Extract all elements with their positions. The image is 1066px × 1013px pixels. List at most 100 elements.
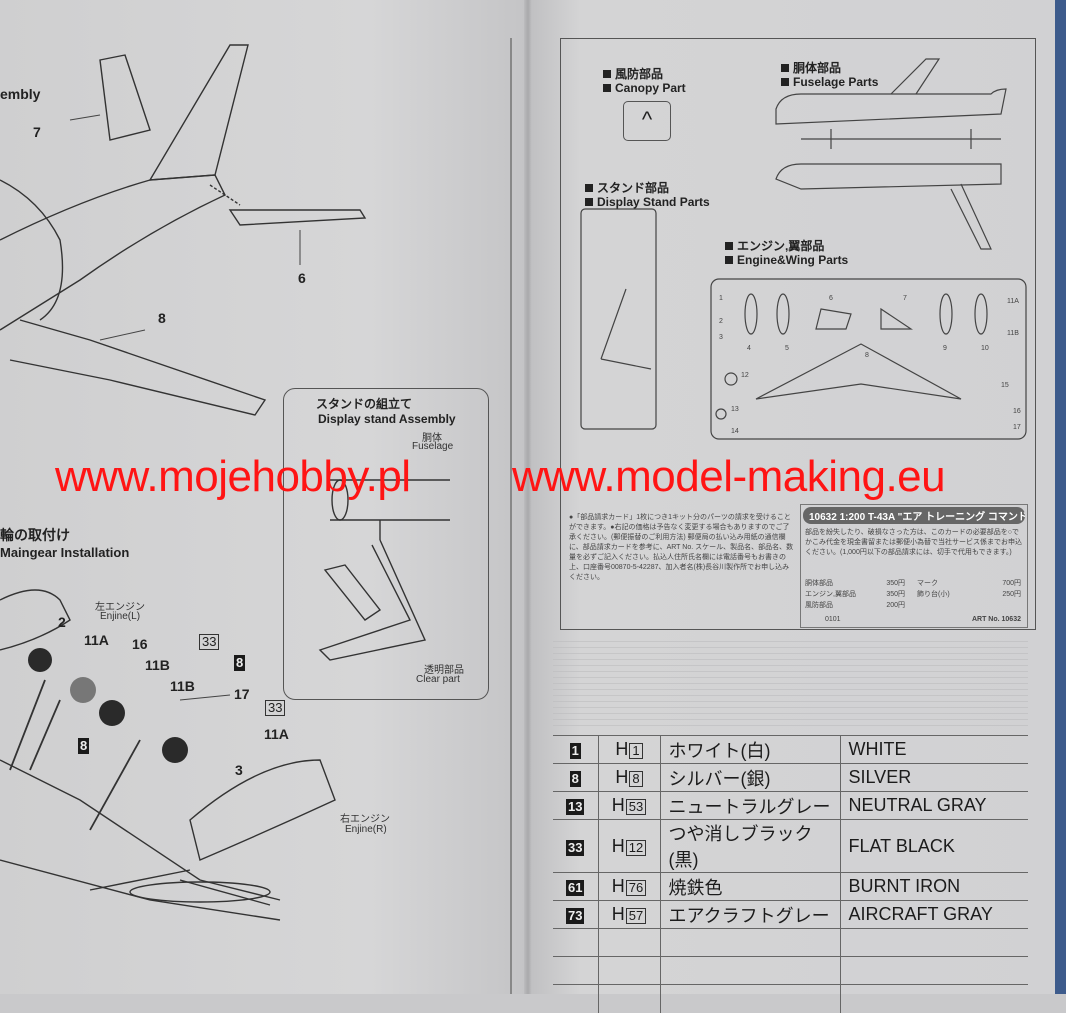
part-label-16: 16 (132, 636, 148, 652)
h-color-code: 12 (625, 839, 647, 856)
mr-color-code: 73 (566, 908, 585, 924)
h-color-code: 8 (629, 771, 643, 787)
sprue-number-2: 2 (719, 318, 723, 325)
stand-jp: スタンド部品 (597, 181, 670, 195)
left-page (0, 0, 528, 994)
color-name-en: AIRCRAFT GRAY (839, 900, 1028, 929)
mr-color-cell: 33 (553, 819, 598, 873)
color-name-jp: シルバー(銀) (659, 763, 840, 792)
engine-en: Engine&Wing Parts (737, 253, 849, 267)
color-name-jp: ホワイト(白) (659, 735, 840, 764)
fuselage-en: Fuselage Parts (793, 75, 879, 89)
paint-callout-8-2: 8 (78, 738, 90, 754)
price-item: マーク (917, 580, 938, 587)
order-card-body: 部品を紛失したり、破損なさった方は、このカードの必要部品を○でかこみ代金を現金書… (805, 529, 1022, 556)
h-prefix: H (611, 876, 625, 896)
mr-color-code: 61 (566, 880, 585, 896)
color-name-en: BURNT IRON (839, 872, 1028, 901)
part-label-17: 17 (234, 686, 250, 702)
color-name-en: WHITE (839, 735, 1028, 764)
engine-right-en: Enjine(R) (345, 824, 387, 835)
color-name-jp: エアクラフトグレー (659, 900, 840, 929)
background-edge (1055, 0, 1066, 994)
sprue-number-13: 13 (731, 406, 739, 413)
h-color-code: 1 (629, 743, 643, 759)
price-row: 風防部品 200円 (805, 601, 905, 611)
stand-title-jp: スタンドの組立て (316, 397, 413, 411)
h-color-code: 53 (625, 799, 647, 815)
h-prefix: H (615, 739, 629, 759)
sprue-number-6: 6 (829, 295, 833, 302)
paint-callout-33: 33 (199, 634, 220, 650)
color-name-en: NEUTRAL GRAY (839, 791, 1028, 820)
part-label-2: 2 (58, 614, 66, 630)
sprue-number-12: 12 (741, 372, 749, 379)
engine-left-en: Enjine(L) (100, 611, 141, 622)
part-label-6: 6 (298, 270, 306, 286)
color-name-jp: 焼鉄色 (659, 872, 840, 901)
order-notes: ●「部品請求カード」1枚につき1キット分のパーツの請求を受けることができます。●… (569, 514, 794, 581)
parts-order-card: 10632 1:200 T-43A "エア トレーニング コマンド" 部品を紛失… (800, 504, 1028, 628)
part-label-7: 7 (33, 124, 41, 140)
assembly-title-partial: embly (0, 86, 41, 102)
sprue-number-8: 8 (865, 352, 869, 359)
sprue-number-15: 15 (1001, 382, 1009, 389)
sprue-number-5: 5 (785, 345, 789, 352)
h-prefix: H (611, 795, 625, 815)
part-label-3: 3 (235, 762, 243, 778)
mr-color-code: 13 (566, 799, 585, 815)
canopy-part: ^ (623, 101, 671, 141)
canopy-en: Canopy Part (615, 81, 686, 95)
color-name-jp: つや消しブラック(黒) (659, 819, 840, 873)
price-value: 350円 (886, 591, 905, 598)
mr-color-cell: 1 (553, 735, 598, 764)
sprue-number-14: 14 (731, 428, 739, 435)
assembly-drawing (0, 44, 450, 921)
part-label-8: 8 (158, 310, 166, 326)
paint-callout-8: 8 (234, 655, 246, 671)
price-row: 飾り台(小)250円 (917, 590, 1021, 600)
price-item: 飾り台(小) (917, 591, 950, 598)
price-item: 風防部品 (805, 602, 833, 609)
color-name-jp: ニュートラルグレー (659, 791, 840, 820)
order-card-title: 10632 1:200 T-43A "エア トレーニング コマンド" (803, 507, 1025, 524)
paint-callout-33-2: 33 (265, 700, 286, 716)
sprue-number-1: 1 (719, 295, 723, 302)
mr-color-cell: 8 (553, 763, 598, 792)
sprue-number-17: 17 (1013, 424, 1021, 431)
mr-color-code: 1 (569, 743, 581, 759)
price-value: 350円 (886, 580, 905, 587)
fuselage-label-en: Fuselage (412, 441, 454, 452)
part-label-11b-2: 11B (170, 678, 195, 694)
mr-color-cell: 61 (553, 872, 598, 901)
page-fold (524, 0, 532, 994)
stand-assembly-box: スタンドの組立て Display stand Assembly 胴体 Fusel… (283, 388, 489, 700)
sprue-number-11b: 11B (1007, 330, 1019, 337)
order-card-code: 0101 (825, 616, 841, 623)
price-value: 200円 (886, 602, 905, 609)
paint-instructions-text (553, 636, 1028, 730)
mr-color-code: 33 (566, 839, 585, 856)
canopy-jp: 風防部品 (615, 67, 664, 81)
stand-en: Display Stand Parts (597, 195, 710, 209)
watermark-left: www.mojehobby.pl (55, 452, 411, 501)
clear-part-jp: 透明部品 (424, 665, 464, 676)
maingear-title-en: Maingear Installation (0, 545, 130, 560)
order-card-art-no: ART No. 10632 (971, 616, 1021, 623)
engine-right-jp: 右エンジン (340, 814, 390, 825)
